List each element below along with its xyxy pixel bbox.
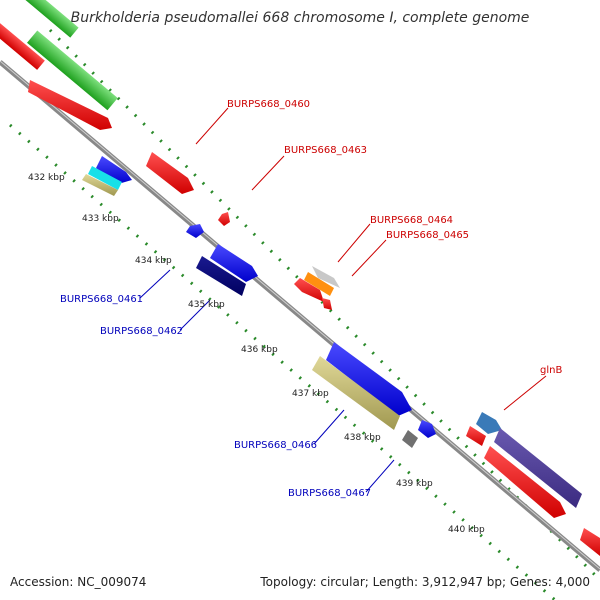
label-burps668-0467[interactable]: BURPS668_0467 xyxy=(288,488,371,499)
genome-summary-text: Topology: circular; Length: 3,912,947 bp… xyxy=(259,575,590,589)
gene-burps668-0464 xyxy=(312,266,340,288)
gene-khaki-432 xyxy=(82,174,118,196)
gene-burps668-0461 xyxy=(210,244,258,282)
gene-glnB xyxy=(476,412,502,434)
tick-435-kbp: 435 kbp xyxy=(188,300,225,310)
gene-red-440-a xyxy=(466,426,486,446)
gene-red-436 xyxy=(294,278,324,302)
gene-burps668-0461-small xyxy=(186,224,204,238)
gene-red-440-b xyxy=(484,446,566,518)
gene-green-outer xyxy=(12,0,118,111)
label-burps668-0462[interactable]: BURPS668_0462 xyxy=(100,326,183,337)
gene-blue-438 xyxy=(418,420,436,438)
gene-burps668-0467 xyxy=(402,430,418,448)
inner-dotted-track xyxy=(9,123,556,600)
label-burps668-0466[interactable]: BURPS668_0466 xyxy=(234,440,317,451)
label-glnB[interactable]: glnB xyxy=(540,365,562,376)
gene-purple-440 xyxy=(494,428,582,508)
accession-text: Accession: NC_009074 xyxy=(10,575,146,589)
gene-burps668-0466-blue xyxy=(326,342,412,416)
label-burps668-0464[interactable]: BURPS668_0464 xyxy=(370,215,453,226)
gene-blue-432 xyxy=(96,156,132,184)
tick-432-kbp: 432 kbp xyxy=(28,173,65,183)
gene-red-436-small xyxy=(322,298,332,310)
gene-burps668-0462 xyxy=(196,256,246,296)
leader-lines xyxy=(139,107,547,493)
genome-title: Burkholderia pseudomallei 668 chromosome… xyxy=(71,10,530,26)
label-burps668-0465[interactable]: BURPS668_0465 xyxy=(386,230,469,241)
tick-433-kbp: 433 kbp xyxy=(82,214,119,224)
tick-436-kbp: 436 kbp xyxy=(241,345,278,355)
gene-burps668-0460 xyxy=(146,152,194,194)
gene-burps668-0463 xyxy=(218,212,230,226)
tick-437-kbp: 437 kbp xyxy=(292,389,329,399)
tick-434-kbp: 434 kbp xyxy=(135,256,172,266)
outer-dotted-track xyxy=(48,28,600,582)
gene-red-edge xyxy=(580,528,600,556)
label-burps668-0461[interactable]: BURPS668_0461 xyxy=(60,294,143,305)
tick-438-kbp: 438 kbp xyxy=(344,433,381,443)
tick-440-kbp: 440 kbp xyxy=(448,525,485,535)
gene-red-outer xyxy=(0,22,112,130)
genome-backbone xyxy=(0,60,600,572)
gene-burps668-0466 xyxy=(312,356,400,430)
gene-cyan-432 xyxy=(88,166,122,190)
tick-439-kbp: 439 kbp xyxy=(396,479,433,489)
label-burps668-0460[interactable]: BURPS668_0460 xyxy=(227,99,310,110)
label-burps668-0463[interactable]: BURPS668_0463 xyxy=(284,145,367,156)
gene-burps668-0465 xyxy=(304,272,334,296)
